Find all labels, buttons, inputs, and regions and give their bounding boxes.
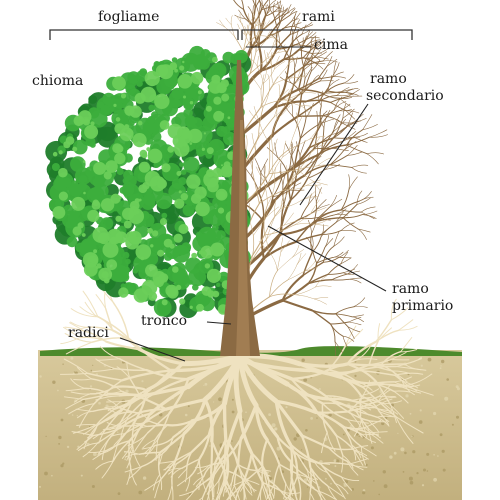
radici-leader bbox=[119, 337, 186, 362]
rami-label: rami bbox=[302, 9, 335, 25]
ramo-primario-leader bbox=[267, 225, 387, 292]
rami-bracket bbox=[241, 29, 413, 40]
ramo-primario-label-line2: primario bbox=[392, 298, 454, 314]
chioma-label: chioma bbox=[32, 73, 84, 89]
tronco-leader bbox=[206, 321, 232, 325]
tronco-label: tronco bbox=[141, 313, 188, 329]
ramo-secondario-label-line2: secondario bbox=[366, 88, 444, 104]
cima-label: cima bbox=[314, 37, 348, 53]
roots bbox=[59, 276, 434, 500]
ramo-primario-label-line1: ramo bbox=[392, 281, 429, 297]
radici-label: radici bbox=[68, 325, 109, 341]
ramo-secondario-leader bbox=[299, 103, 369, 206]
fogliame-label: fogliame bbox=[98, 9, 160, 25]
trunk-highlight bbox=[236, 120, 250, 356]
ramo-secondario-label-line1: ramo bbox=[370, 71, 407, 87]
fogliame-bracket bbox=[49, 29, 239, 40]
